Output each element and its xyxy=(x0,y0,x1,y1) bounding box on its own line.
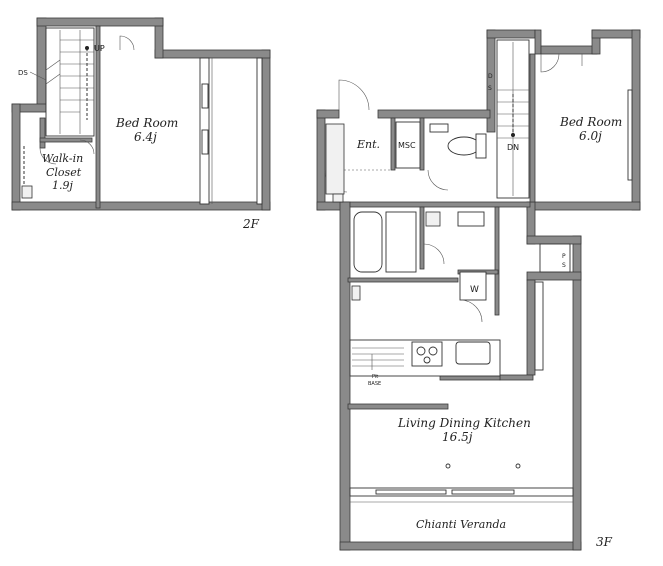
ldk-name: Living Dining Kitchen xyxy=(397,416,531,430)
closet-area: 1.9j xyxy=(52,179,73,192)
bedroom-2f-area: 6.4j xyxy=(134,130,157,144)
walls-2f xyxy=(11,17,271,211)
pipe-base-line1: Pit xyxy=(372,374,378,380)
kitchen-counter xyxy=(349,339,501,377)
bedroom-3f-area: 6.0j xyxy=(579,129,602,143)
ds-a-3f: D xyxy=(488,73,493,80)
toilet-shelf xyxy=(429,123,449,133)
door-closet-2 xyxy=(79,139,95,155)
stair-3f xyxy=(496,39,530,199)
closet-line2: Closet xyxy=(46,166,82,179)
floor-2f: UP DS Bed Room 6.4j Walk-in Closet 1.9j … xyxy=(11,17,271,231)
ps-shaft xyxy=(539,243,571,273)
meter-box-3f xyxy=(332,193,344,203)
bathtub xyxy=(353,211,383,273)
ldk-area: 16.5j xyxy=(442,430,473,444)
door-closet xyxy=(39,147,57,165)
stair-up-label: UP xyxy=(94,44,105,53)
bath-door xyxy=(423,243,445,265)
bedroom-2f-name: Bed Room xyxy=(115,116,178,130)
bath-vent xyxy=(351,285,361,301)
ds-b-3f: S xyxy=(488,85,492,92)
pipe-base-line2: BASE xyxy=(368,381,381,387)
floor-3f: DN D S Bed Room 6.0j Ent. MSC W P S xyxy=(316,29,641,551)
msc-closet xyxy=(395,121,421,169)
ds-label-2f: DS xyxy=(18,69,28,77)
entrance-door xyxy=(338,79,370,111)
shoe-storage xyxy=(325,123,345,195)
toilet xyxy=(447,136,481,156)
stair-dn-label: DN xyxy=(507,143,519,152)
stair-2f xyxy=(45,27,95,137)
washbasin xyxy=(457,211,485,227)
ps-a: P xyxy=(562,253,566,260)
utility-box-2f xyxy=(21,185,33,199)
ldk-window-right xyxy=(534,281,544,371)
bedroom-3f-window xyxy=(627,89,633,181)
msc-label: MSC xyxy=(398,141,416,150)
veranda-label: Chianti Veranda xyxy=(416,518,506,531)
floor-2f-label: 2F xyxy=(242,217,260,231)
washer-pan xyxy=(459,271,487,301)
entrance-label: Ent. xyxy=(356,138,380,151)
laundry-door xyxy=(459,299,483,323)
downlight-1 xyxy=(445,463,451,469)
shower-area xyxy=(385,211,417,273)
toilet-tank xyxy=(475,133,487,159)
bedroom-3f-name: Bed Room xyxy=(559,115,622,129)
veranda xyxy=(349,487,574,503)
downlight-2 xyxy=(515,463,521,469)
toilet-door xyxy=(427,169,449,191)
sink-cabinet xyxy=(425,211,441,227)
bedroom-3f-door xyxy=(540,53,560,73)
floor-3f-label: 3F xyxy=(596,535,613,549)
windows-2f xyxy=(199,57,263,205)
closet-line1: Walk-in xyxy=(42,152,83,165)
ps-b: S xyxy=(562,262,566,269)
washer-label: W xyxy=(470,285,479,295)
kitchen-sink xyxy=(455,341,491,365)
door-2f-top xyxy=(119,35,135,51)
